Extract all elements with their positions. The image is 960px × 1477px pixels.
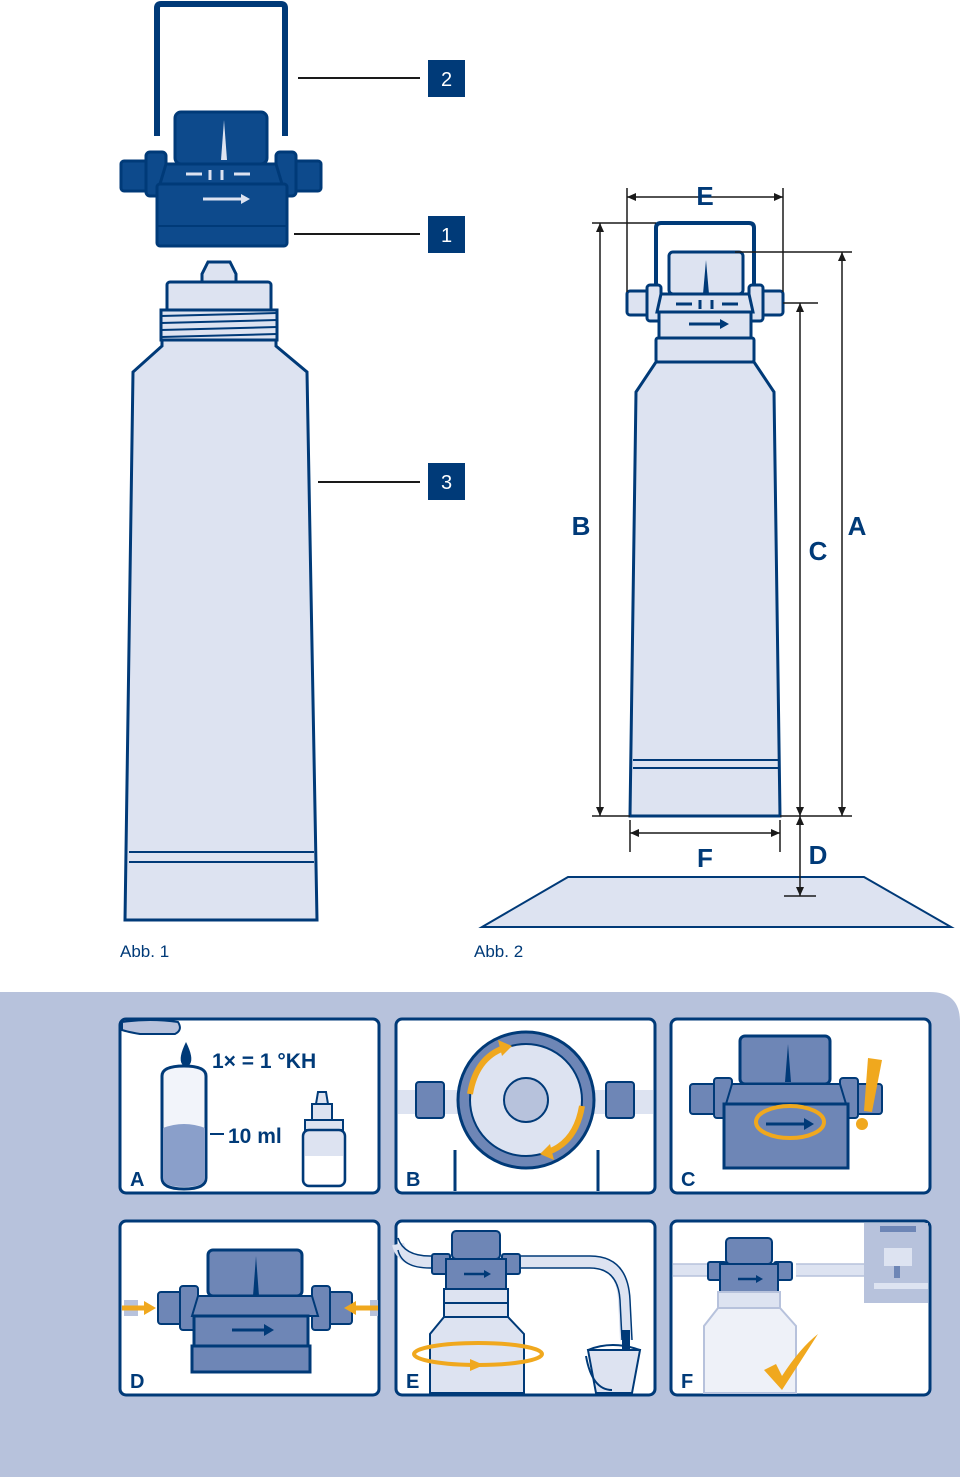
callout-3: 3 bbox=[318, 463, 465, 500]
step-a-panel: 1× = 1 °KH 10 ml A bbox=[118, 1017, 381, 1195]
rotate-arrow-bottom-icon bbox=[546, 1105, 585, 1155]
dim-label-f: F bbox=[697, 843, 713, 873]
figure-2-caption: Abb. 2 bbox=[474, 942, 523, 961]
step-b-letter: B bbox=[406, 1169, 420, 1191]
dim-label-e: E bbox=[696, 181, 713, 211]
dim-label-a: A bbox=[848, 511, 867, 541]
step-f-panel: F bbox=[669, 1219, 932, 1397]
reagent-bottle bbox=[301, 1091, 347, 1188]
figure-1-caption: Abb. 1 bbox=[120, 942, 169, 961]
step-a-volume: 10 ml bbox=[228, 1125, 282, 1148]
dimension-lines bbox=[592, 188, 852, 897]
dim-label-d: D bbox=[809, 840, 828, 870]
step-c-panel: C bbox=[669, 1017, 932, 1195]
step-d-panel: D bbox=[118, 1219, 381, 1397]
step-e-panel: E bbox=[392, 1219, 657, 1397]
figure-1-exploded-view: 2 1 3 Abb. 1 bbox=[119, 1, 465, 961]
step-c-letter: C bbox=[681, 1169, 695, 1191]
svg-text:3: 3 bbox=[441, 472, 452, 494]
svg-text:2: 2 bbox=[441, 69, 452, 91]
svg-text:1: 1 bbox=[441, 225, 452, 247]
bucket bbox=[585, 1344, 642, 1394]
arrow-highlight-ring bbox=[754, 1104, 826, 1140]
filter-head bbox=[119, 110, 323, 248]
dim-label-c: C bbox=[809, 536, 828, 566]
step-a-formula: 1× = 1 °KH bbox=[212, 1050, 316, 1073]
step-e-letter: E bbox=[406, 1371, 419, 1393]
step-d-letter: D bbox=[130, 1371, 144, 1393]
handle bbox=[154, 1, 288, 136]
drop-icon bbox=[180, 1042, 192, 1067]
rotate-arrow-top-icon bbox=[467, 1045, 506, 1095]
filter-cartridge bbox=[123, 260, 319, 922]
step-a-letter: A bbox=[130, 1169, 144, 1191]
callout-2: 2 bbox=[298, 60, 465, 97]
warning-exclamation-icon bbox=[864, 1058, 882, 1112]
step-b-panel: B bbox=[394, 1017, 657, 1195]
figure-2-dimension-view: E B C A F D Abb. 2 bbox=[474, 181, 955, 961]
step-f-letter: F bbox=[681, 1371, 693, 1393]
checkmark-icon bbox=[764, 1334, 818, 1390]
floor bbox=[478, 876, 955, 928]
dim-label-b: B bbox=[572, 511, 591, 541]
callout-1: 1 bbox=[294, 216, 465, 253]
